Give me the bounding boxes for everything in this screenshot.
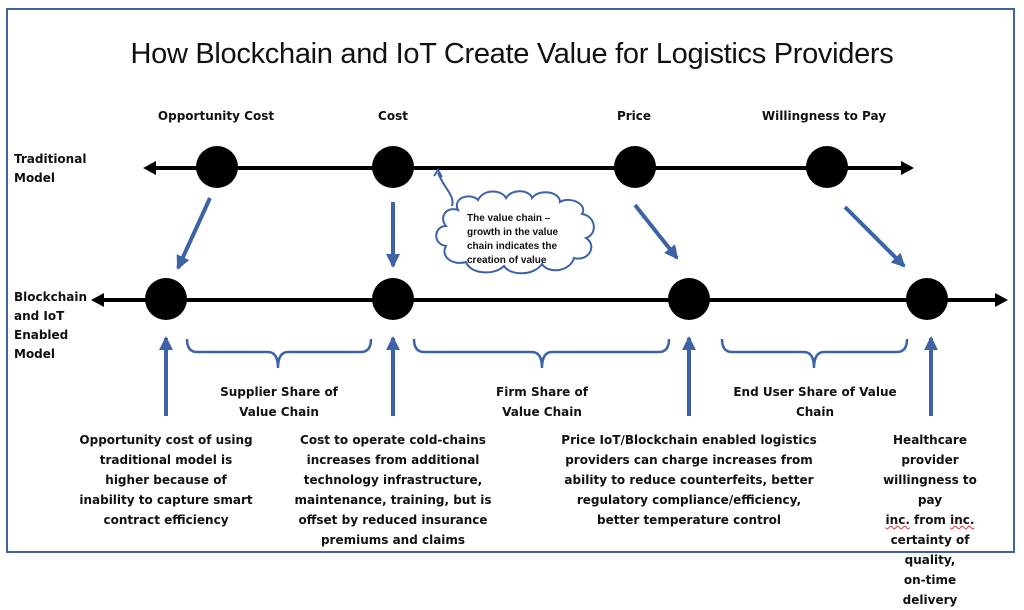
row-label-line: and IoT	[14, 309, 65, 323]
desc-fragment: from	[909, 513, 951, 527]
desc-line: traditional model is	[99, 453, 233, 467]
spellcheck-word: inc.	[885, 513, 910, 527]
desc-line: certainty of quality,	[890, 533, 970, 567]
shift-arrow-opportunity-cost-icon	[176, 197, 212, 270]
diagram-graphics	[91, 146, 1008, 416]
node-cost-enabled	[372, 278, 414, 320]
arrowhead-left-icon	[143, 161, 156, 175]
label-opportunity-cost: Opportunity Cost	[157, 109, 275, 123]
description-cost: Cost to operate cold-chains increases fr…	[295, 430, 492, 550]
callout-cloud-icon	[433, 168, 595, 275]
desc-line: on-time delivery	[902, 573, 958, 607]
desc-line: higher because of	[105, 473, 227, 487]
desc-line: technology infrastructure,	[303, 473, 483, 487]
callout-pointer-tip	[433, 168, 443, 178]
supplier-share-label: Supplier Share of Value Chain	[220, 382, 338, 422]
shift-arrow-price-icon	[633, 203, 679, 260]
desc-line: better temperature control	[597, 513, 781, 527]
arrowhead-right-icon	[901, 161, 914, 175]
desc-line: Healthcare provider	[893, 433, 967, 467]
description-opportunity-cost: Opportunity cost of using traditional mo…	[79, 430, 252, 530]
node-opportunity-cost-traditional	[196, 146, 238, 188]
callout-line: creation of value	[467, 255, 547, 266]
enabled-axis	[91, 278, 1008, 320]
diagram-frame	[6, 8, 1015, 553]
cloud-outline	[435, 190, 595, 275]
row-label-line: Model	[14, 347, 56, 361]
label-cost: Cost	[378, 109, 408, 123]
node-willingness-traditional	[806, 146, 848, 188]
callout-text: The value chain – growth in the value ch…	[467, 212, 587, 268]
node-price-enabled	[668, 278, 710, 320]
callout-line: chain indicates the	[467, 241, 558, 252]
description-price: Price IoT/Blockchain enabled logistics p…	[561, 430, 816, 530]
row-label-line: Traditional	[14, 152, 87, 166]
node-willingness-enabled	[906, 278, 948, 320]
share-line: Chain	[795, 405, 835, 419]
share-line: Supplier Share of	[220, 385, 338, 399]
desc-line: increases from additional	[306, 453, 480, 467]
arrowhead-left-icon	[91, 293, 104, 307]
callout-line: The value chain –	[467, 213, 551, 224]
row-label-enabled: Blockchain and IoT Enabled Model	[14, 288, 87, 364]
shift-arrows	[176, 197, 906, 270]
node-opportunity-cost-enabled	[145, 278, 187, 320]
spellcheck-word: inc.	[950, 513, 975, 527]
desc-line-mixed: inc. from inc.	[883, 510, 977, 530]
brace-end-user-share-icon	[720, 338, 909, 369]
desc-line: Opportunity cost of using	[79, 433, 253, 447]
label-price: Price	[616, 109, 652, 123]
share-line: End User Share of Value	[733, 385, 897, 399]
desc-line: providers can charge increases from	[565, 453, 813, 467]
traditional-axis	[143, 146, 914, 188]
row-label-traditional: Traditional Model	[14, 150, 86, 188]
desc-line: ability to reduce counterfeits, better	[564, 473, 814, 487]
desc-line: Cost to operate cold-chains	[300, 433, 486, 447]
arrowhead-right-icon	[995, 293, 1008, 307]
diagram-title: How Blockchain and IoT Create Value for …	[130, 38, 894, 70]
share-line: Value Chain	[502, 405, 582, 419]
callout-pointer	[437, 172, 454, 207]
label-willingness-to-pay: Willingness to Pay	[761, 109, 887, 123]
desc-line: inability to capture smart	[79, 493, 253, 507]
row-label-line: Blockchain	[14, 290, 88, 304]
description-willingness-to-pay: Healthcare provider willingness to pay i…	[883, 430, 977, 610]
node-price-traditional	[614, 146, 656, 188]
row-label-line: Enabled	[14, 328, 69, 342]
node-cost-traditional	[372, 146, 414, 188]
row-label-line: Model	[14, 171, 56, 185]
desc-line: contract efficiency	[103, 513, 229, 527]
callout-line: growth in the value	[467, 227, 559, 238]
brace-supplier-share-icon	[185, 338, 373, 369]
up-arrows	[159, 336, 938, 416]
brace-firm-share-icon	[412, 338, 671, 369]
desc-line: premiums and claims	[320, 533, 466, 547]
braces	[185, 338, 909, 369]
shift-arrow-willingness-icon	[843, 205, 906, 268]
desc-line: regulatory compliance/efficiency,	[576, 493, 802, 507]
share-line: Firm Share of	[496, 385, 588, 399]
end-user-share-label: End User Share of Value Chain	[733, 382, 896, 422]
share-line: Value Chain	[239, 405, 319, 419]
firm-share-label: Firm Share of Value Chain	[496, 382, 588, 422]
desc-line: Price IoT/Blockchain enabled logistics	[561, 433, 817, 447]
desc-line: offset by reduced insurance	[298, 513, 488, 527]
desc-line: willingness to pay	[883, 473, 977, 507]
desc-line: maintenance, training, but is	[294, 493, 492, 507]
